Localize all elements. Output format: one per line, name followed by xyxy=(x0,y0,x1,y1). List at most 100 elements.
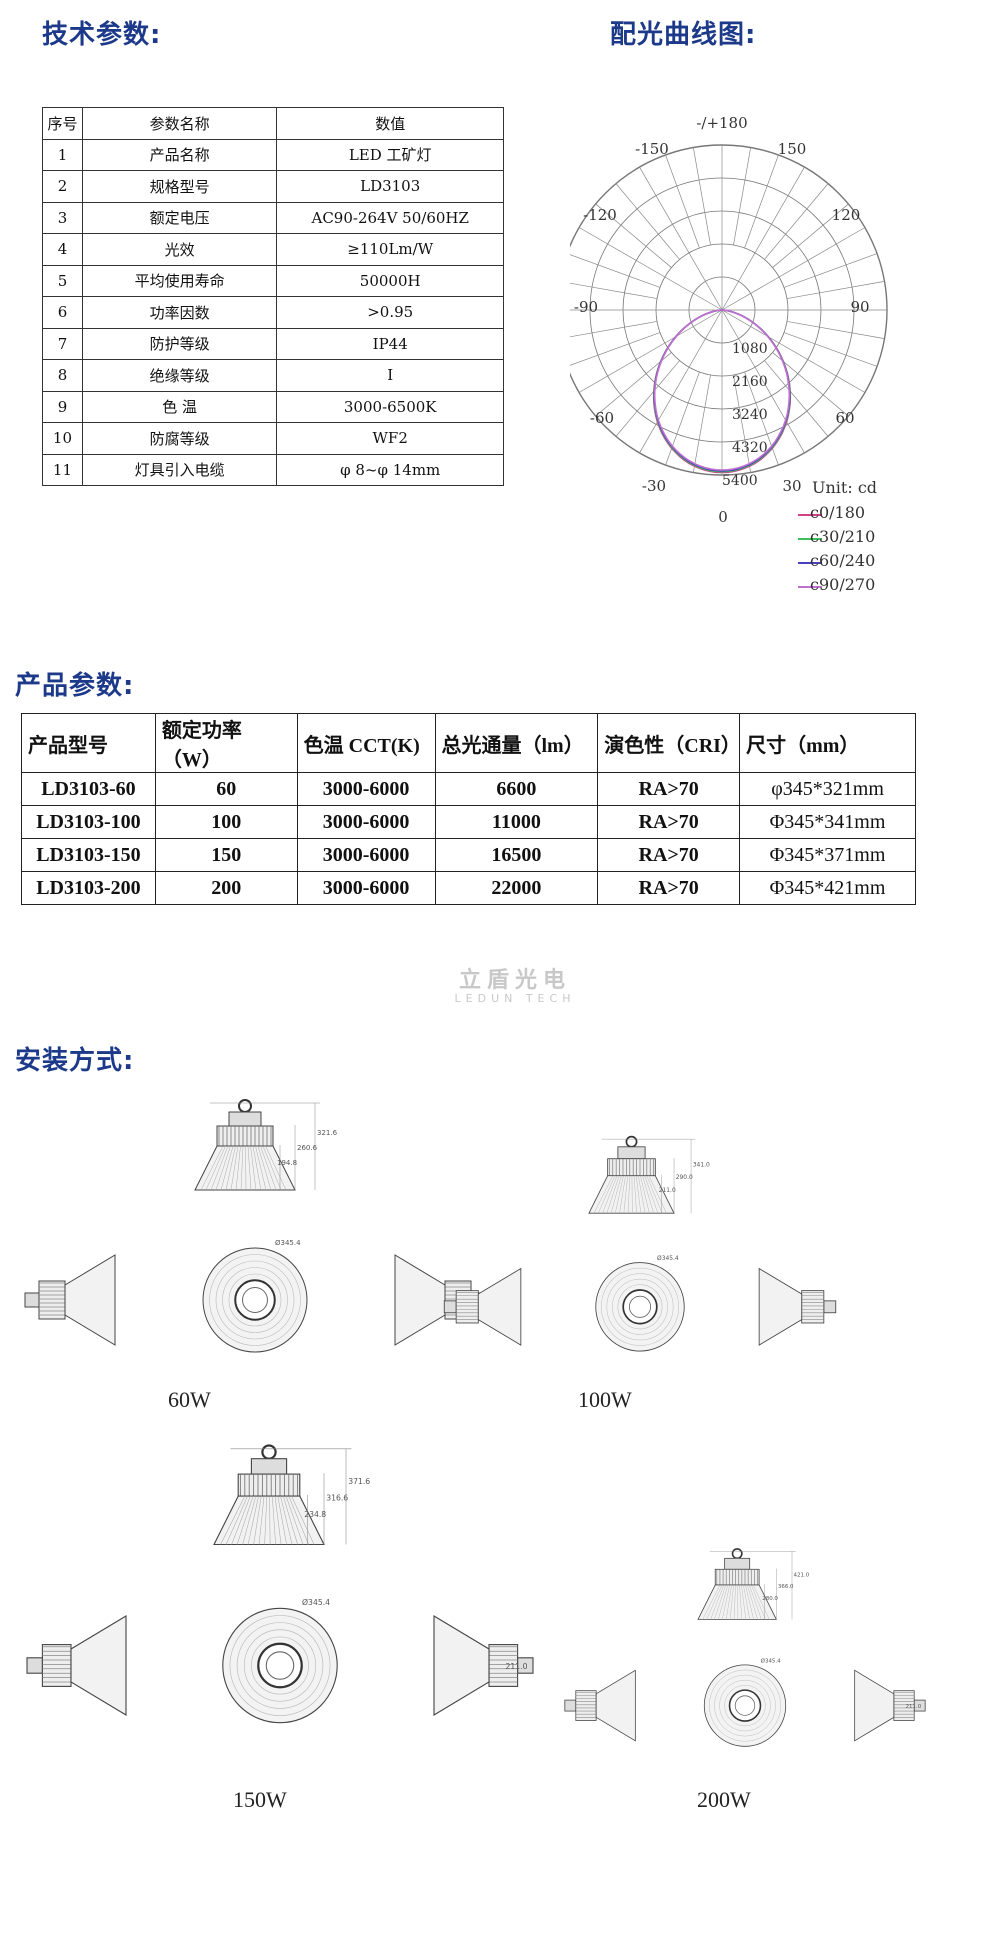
bottom-ring xyxy=(714,1674,776,1737)
front-elevation xyxy=(588,1135,675,1214)
reflector-line xyxy=(247,1496,259,1545)
radial-label: 3240 xyxy=(732,407,768,423)
dimension-label: 321.6 xyxy=(317,1129,338,1137)
spec-cell: 防护等级 xyxy=(81,327,278,360)
reflector-line xyxy=(646,1175,663,1214)
dimension-label: 371.6 xyxy=(348,1477,370,1486)
product-cell: RA>70 xyxy=(597,871,741,905)
angle-label-180: -/+180 xyxy=(696,114,747,132)
reflector-line xyxy=(640,1175,650,1214)
hook-ring xyxy=(731,1548,743,1560)
polar-spoke xyxy=(733,374,751,473)
product-cell: 6600 xyxy=(434,772,599,806)
polar-spoke xyxy=(786,321,885,339)
product-cell: RA>70 xyxy=(597,805,741,839)
center-hole xyxy=(628,1295,652,1318)
bottom-view xyxy=(595,1262,685,1352)
center-hole xyxy=(242,1287,268,1313)
reflector-line xyxy=(225,1145,236,1191)
product-cell: LD3103-60 xyxy=(21,772,156,806)
reflector-line xyxy=(598,1175,616,1214)
reflector-line xyxy=(610,1175,622,1214)
reflector-line xyxy=(623,1175,628,1214)
reflector-line xyxy=(291,1495,315,1545)
polar-candela-diagram: -/+180 -150 150 -120 120 -90 90 -60 60 -… xyxy=(570,114,888,526)
polar-spoke xyxy=(772,203,849,268)
spec-cell: 绝缘等级 xyxy=(81,359,278,392)
bottom-ring xyxy=(229,1615,331,1716)
legend-swatch-c0 xyxy=(798,514,822,516)
spec-cell: 6 xyxy=(42,296,83,329)
reflector-line xyxy=(245,1145,247,1191)
reflector-line xyxy=(235,1145,241,1191)
bottom-ring xyxy=(215,1260,295,1340)
front-elevation xyxy=(213,1444,325,1546)
bottom-ring xyxy=(228,1273,282,1327)
spec-cell: ≥110Lm/W xyxy=(276,233,504,266)
polar-spoke xyxy=(578,309,723,393)
reflector-line xyxy=(242,1496,257,1545)
spec-cell: 灯具引入电缆 xyxy=(81,453,278,486)
spec-cell: 4 xyxy=(42,233,83,266)
reflector-line xyxy=(205,1145,226,1191)
spec-cell: 9 xyxy=(42,390,83,423)
product-cell: φ345*321mm xyxy=(739,772,916,806)
bottom-view xyxy=(703,1664,787,1747)
side-reflector xyxy=(477,1267,522,1346)
dimension-label: 316.6 xyxy=(326,1494,348,1503)
dimension-label: 234.8 xyxy=(304,1510,326,1519)
reflector-line xyxy=(722,1584,730,1620)
product-cell: RA>70 xyxy=(597,838,741,872)
reflector-line xyxy=(236,1496,254,1545)
reflector-line xyxy=(602,1175,618,1214)
bottom-ring xyxy=(236,1622,324,1709)
diameter-label: Ø345.4 xyxy=(761,1658,781,1665)
product-cell: 3000-6000 xyxy=(296,838,436,872)
radial-label: 4320 xyxy=(732,440,768,456)
legend-item-c90: c90/270 xyxy=(810,575,876,594)
product-header-cell: 演色性（CRI） xyxy=(597,713,741,773)
bottom-ring xyxy=(719,1679,771,1732)
reflector-line xyxy=(253,1496,262,1545)
diameter-label: Ø345.4 xyxy=(657,1255,679,1262)
bottom-ring xyxy=(606,1273,674,1341)
reflector-line xyxy=(726,1584,732,1620)
reflector-line xyxy=(257,1145,272,1191)
reflector-line xyxy=(714,1584,726,1620)
dimension-label: 290.0 xyxy=(676,1174,693,1181)
angle-label-60: 60 xyxy=(835,409,854,427)
reflector-line xyxy=(285,1496,304,1545)
bottom-ring xyxy=(709,1669,781,1742)
polar-spoke xyxy=(783,253,878,288)
legend-item-c0: c0/180 xyxy=(810,503,866,522)
spec-cell: I xyxy=(276,359,504,392)
install-caption-60w: 60W xyxy=(168,1387,211,1412)
side-cap xyxy=(24,1292,40,1308)
angle-label-120: 120 xyxy=(832,206,861,224)
legend-swatch-c30 xyxy=(798,538,822,540)
polar-spoke xyxy=(570,332,661,366)
polar-spoke xyxy=(693,374,711,473)
spec-cell: 7 xyxy=(42,327,83,360)
angle-label-0: 0 xyxy=(718,508,728,526)
section-title-install: 安装方式: xyxy=(15,1046,135,1076)
side-view-right xyxy=(758,1267,837,1346)
polar-spoke xyxy=(570,321,658,338)
side-reflector xyxy=(758,1267,803,1346)
dimension-label: 194.8 xyxy=(277,1159,297,1167)
product-cell: 150 xyxy=(154,838,298,872)
spec-cell: 功率因数 xyxy=(81,296,278,329)
front-elevation xyxy=(194,1099,296,1191)
legend-swatch-c60 xyxy=(798,562,822,564)
side-view-left xyxy=(24,1254,116,1346)
dimension-label: 211.0 xyxy=(505,1662,527,1671)
reflector-line xyxy=(741,1584,746,1620)
hook-ring xyxy=(625,1135,638,1148)
heatsink-fins xyxy=(607,1158,656,1177)
reflector-line xyxy=(262,1145,282,1191)
